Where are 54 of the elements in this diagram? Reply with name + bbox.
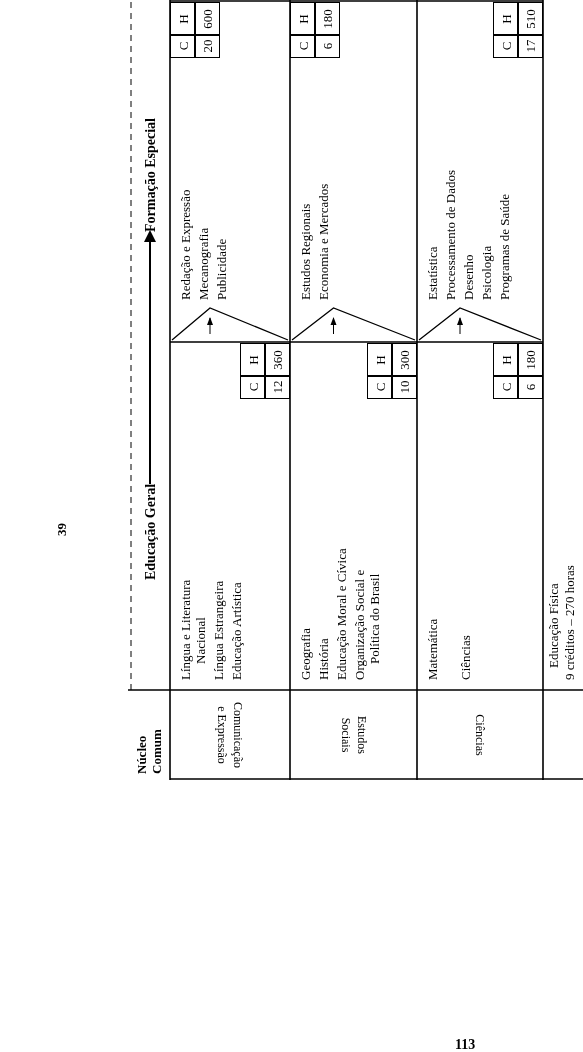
column-heading: C xyxy=(171,35,195,57)
row-heading: Estudos Sociais xyxy=(337,715,370,756)
credit-value: 600 xyxy=(195,3,219,35)
credit-value: 180 xyxy=(518,344,542,376)
page-number: 113 xyxy=(455,1036,476,1052)
subject-name: Processamento de Dados xyxy=(443,169,458,300)
column-header: Educação Geral xyxy=(138,483,162,580)
page-number: 39 xyxy=(53,523,70,536)
credit-value: 180 xyxy=(315,3,339,35)
credit-value: 10 xyxy=(392,376,416,398)
column-heading: C xyxy=(494,35,518,57)
column-heading: H xyxy=(291,3,315,35)
subject-name: Redação e Expressão xyxy=(178,188,193,300)
column-heading: H xyxy=(368,344,392,376)
credit-value: 20 xyxy=(195,35,219,57)
subject-name: Estatística xyxy=(425,245,440,300)
row-heading: Ciências xyxy=(472,713,488,758)
credit-value: 510 xyxy=(518,3,542,35)
subject-name: Economia e Mercados xyxy=(316,182,331,300)
credit-value: 17 xyxy=(518,35,542,57)
column-heading: H xyxy=(494,344,518,376)
arrow xyxy=(144,230,156,485)
subject-name: Língua e Literatura Nacional xyxy=(178,578,208,680)
subject-name: Estudos Regionais xyxy=(298,202,313,300)
credit-value: 12 xyxy=(265,376,289,398)
column-heading: H xyxy=(494,3,518,35)
column-header: Formação Especial xyxy=(138,118,162,232)
credit-value: 6 xyxy=(315,35,339,57)
subject-name: Geografia xyxy=(298,627,313,680)
column-heading: C xyxy=(368,376,392,398)
credit-value: 6 xyxy=(518,376,542,398)
column-header: Núcleo Comum xyxy=(134,728,164,774)
column-heading: H xyxy=(241,344,265,376)
subject-name: História xyxy=(316,637,331,680)
subject-name: Psicologia xyxy=(479,244,494,300)
credit-value: 300 xyxy=(392,344,416,376)
column-heading: C xyxy=(494,376,518,398)
subject-name: Língua Estrangeira xyxy=(211,579,226,680)
subject-name: Programas de Saúde xyxy=(497,192,512,300)
column-heading: H xyxy=(171,3,195,35)
subject-name: Organização Social e Política do Brasil xyxy=(352,568,382,680)
column-heading: C xyxy=(241,376,265,398)
subject-name: Publicidade xyxy=(214,237,229,300)
note-text: Educação Física xyxy=(546,582,562,670)
subject-name: Mecanografia xyxy=(196,226,211,300)
note-text: 9 créditos – 270 horas xyxy=(562,565,578,680)
subject-name: Educação Moral e Cívica xyxy=(334,547,349,680)
subject-name: Educação Artística xyxy=(229,581,244,680)
column-heading: C xyxy=(291,35,315,57)
subject-name: Matemática xyxy=(425,617,440,680)
subject-name: Ciências xyxy=(458,634,473,680)
credit-value: 360 xyxy=(265,344,289,376)
subject-name: Desenho xyxy=(461,253,476,300)
row-heading: Comunicação e Expressão xyxy=(214,701,246,770)
